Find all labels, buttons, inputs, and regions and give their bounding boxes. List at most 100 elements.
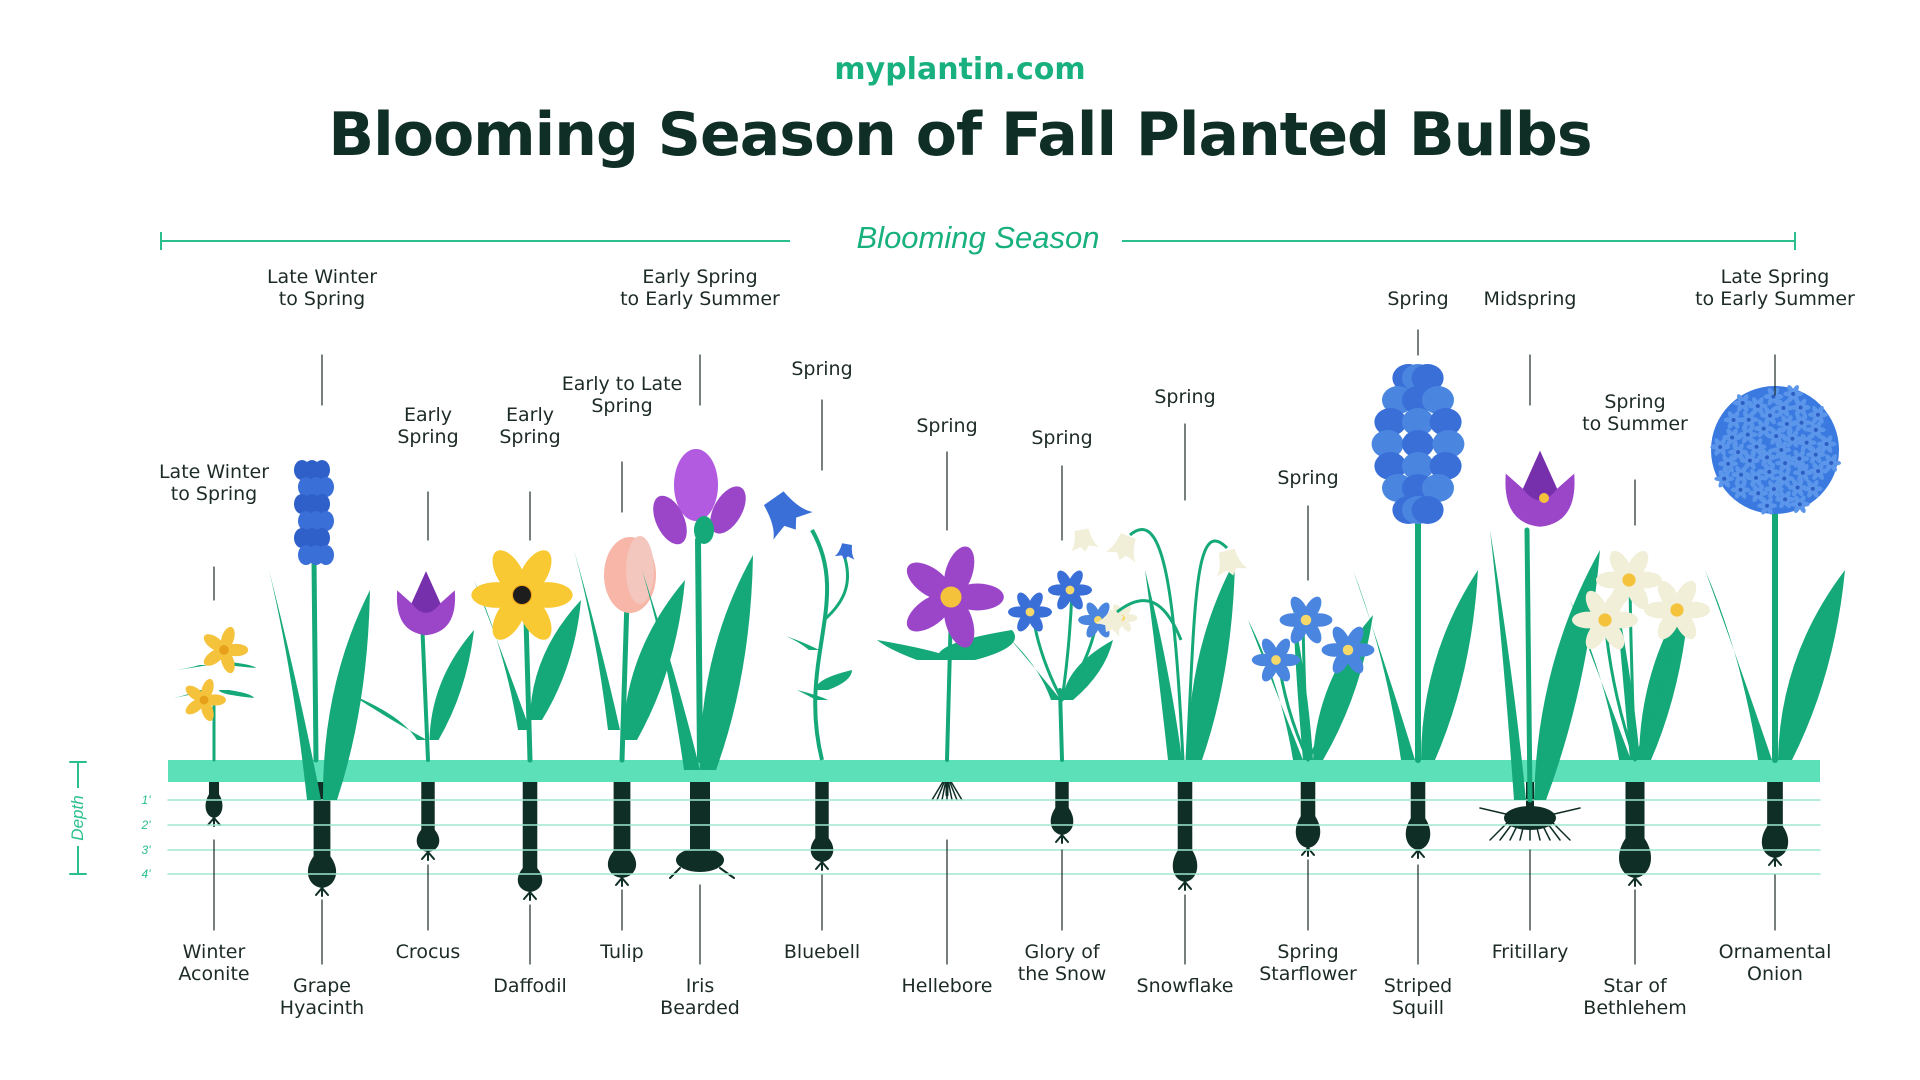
plant-name-label: Tulip: [599, 941, 643, 963]
stem: [1185, 539, 1229, 761]
petal: [1585, 590, 1608, 621]
flower-center: [1622, 573, 1636, 587]
iris-flower: [653, 449, 746, 545]
flower-head: [396, 571, 456, 636]
depth-axis-label: Depth: [68, 795, 87, 840]
plant-name-label: Striped: [1384, 975, 1452, 997]
petal: [1778, 478, 1786, 488]
petal: [1809, 454, 1817, 464]
flower-center: [1342, 644, 1354, 656]
petal: [1731, 428, 1738, 438]
star-flower: [1714, 470, 1735, 488]
petal: [1817, 405, 1824, 415]
petal: [1718, 470, 1726, 479]
petal: [1807, 480, 1814, 489]
petal: [1120, 604, 1131, 619]
petal: [492, 594, 527, 640]
bulb-root: [615, 877, 623, 886]
petal: [1792, 393, 1799, 403]
petal: [1825, 443, 1833, 453]
leaf: [574, 550, 620, 730]
petal: [1817, 462, 1824, 472]
plant-name-label: Grape: [293, 975, 351, 997]
bell-flower: [1071, 528, 1099, 552]
bulb-root: [421, 851, 429, 860]
flower-center: [1795, 485, 1800, 490]
petal: [1345, 649, 1364, 674]
bulb-root: [321, 887, 329, 896]
plant-name-label: Fritillary: [1492, 941, 1569, 963]
petal: [1778, 469, 1786, 479]
star-flower: [1805, 421, 1826, 439]
petal: [1783, 469, 1791, 479]
petal: [1742, 419, 1750, 429]
petal: [1752, 405, 1759, 415]
petal: [1794, 407, 1802, 417]
tulip-icon: [574, 536, 685, 763]
season-line-left: [160, 240, 790, 242]
petal-inner: [1522, 450, 1558, 501]
petal: [1602, 619, 1625, 650]
petal: [1752, 493, 1760, 503]
petal: [1740, 465, 1747, 475]
petal: [1817, 470, 1824, 480]
star-flower: [1782, 430, 1803, 448]
floret: [1411, 364, 1444, 392]
depth-tick-label: 1': [142, 793, 152, 807]
bulb-root: [1178, 881, 1186, 890]
flower-center: [1726, 461, 1731, 466]
bulb-root: [1634, 877, 1642, 886]
floret: [318, 545, 334, 565]
floret: [1374, 408, 1407, 436]
petal: [1810, 421, 1817, 431]
petal: [1825, 462, 1833, 472]
star-flower: [1773, 399, 1794, 417]
petal: [1825, 454, 1833, 464]
star-flower: [1775, 454, 1796, 472]
petal: [1786, 430, 1794, 439]
star-flower: [1251, 638, 1301, 682]
petal: [1768, 471, 1776, 481]
leaf: [815, 670, 852, 690]
petal: [1755, 477, 1762, 487]
plant-name-label: Aconite: [178, 963, 249, 985]
star-flower: [1802, 480, 1823, 498]
season-label: Spring: [1604, 391, 1665, 413]
leaf: [1145, 570, 1182, 760]
flower-center: [1740, 401, 1745, 405]
petal: [1815, 429, 1822, 439]
petal: [1068, 570, 1083, 591]
petal: [1017, 592, 1032, 613]
petal: [1784, 454, 1791, 464]
petal: [1766, 496, 1773, 506]
petal: [674, 449, 718, 521]
petal: [1761, 496, 1768, 506]
petal: [1734, 481, 1742, 491]
star-flower: [1775, 490, 1795, 509]
petal: [1799, 504, 1806, 513]
petal: [1273, 659, 1291, 682]
star-flower: [1728, 443, 1748, 461]
star-flower: [1792, 463, 1813, 482]
star-flower: [1789, 495, 1810, 513]
flower-center: [1771, 394, 1776, 399]
flower-center: [1816, 469, 1821, 474]
star-flower: [1821, 454, 1842, 472]
site-name[interactable]: myplantin.com: [834, 52, 1086, 87]
petal: [201, 678, 214, 701]
petal: [1791, 487, 1799, 497]
plant-name-label: Onion: [1747, 963, 1803, 985]
flower-center: [1754, 475, 1758, 480]
star-flower: [1808, 405, 1828, 424]
petal: [1216, 548, 1248, 577]
petal: [1766, 457, 1773, 467]
petal: [1787, 385, 1794, 395]
plant-name-label: Hellebore: [902, 975, 993, 997]
petal: [1755, 446, 1763, 456]
bulb-root: [1768, 857, 1776, 866]
star-flower: [471, 550, 573, 640]
petal: [1799, 407, 1807, 417]
bulb-root: [1061, 834, 1069, 843]
striped-squill-icon: [1353, 364, 1478, 763]
bulb: [1172, 842, 1198, 882]
